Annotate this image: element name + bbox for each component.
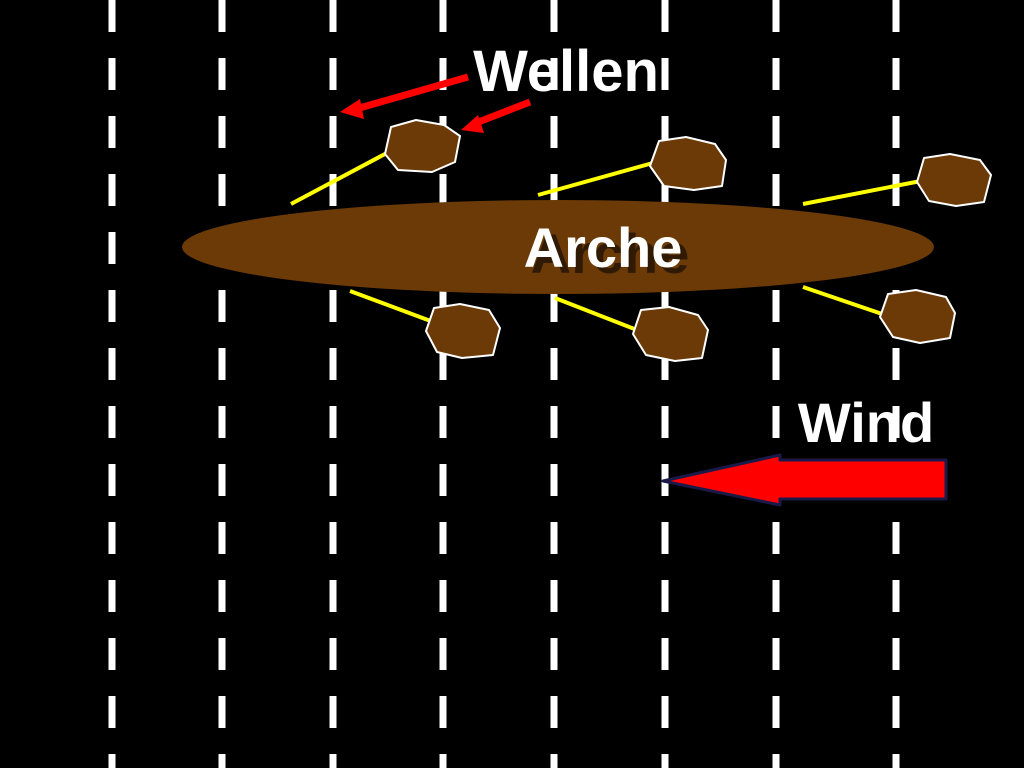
arrow-left-icon	[661, 453, 948, 507]
arrow-left-icon	[340, 99, 364, 119]
anchor-stone-icon	[425, 303, 501, 359]
arrow-left-icon	[355, 73, 469, 113]
anchor-rope	[349, 289, 437, 325]
anchor-stone-icon	[384, 119, 461, 173]
anchor-stone-icon	[632, 306, 709, 362]
anchor-stone-icon	[879, 289, 956, 344]
anchor-rope	[554, 296, 643, 334]
wave-arrows	[340, 73, 532, 133]
arrow-left-icon	[461, 115, 484, 133]
anchor-rope	[537, 159, 661, 197]
ark-hull	[182, 200, 934, 294]
anchor-rope	[290, 144, 401, 206]
waves-label: Wellen	[473, 39, 659, 104]
anchor-ropes	[290, 144, 927, 334]
ark-label-shadow: Arche	[531, 222, 690, 285]
anchor-rope	[802, 285, 889, 318]
anchor-stone-icon	[649, 136, 727, 191]
arrow-left-icon	[474, 98, 532, 127]
anchor-stones	[384, 119, 992, 362]
wind-label: Wind	[798, 391, 934, 454]
anchor-rope	[802, 178, 927, 206]
ark-label: Arche	[524, 216, 683, 279]
anchor-stone-icon	[916, 153, 992, 207]
